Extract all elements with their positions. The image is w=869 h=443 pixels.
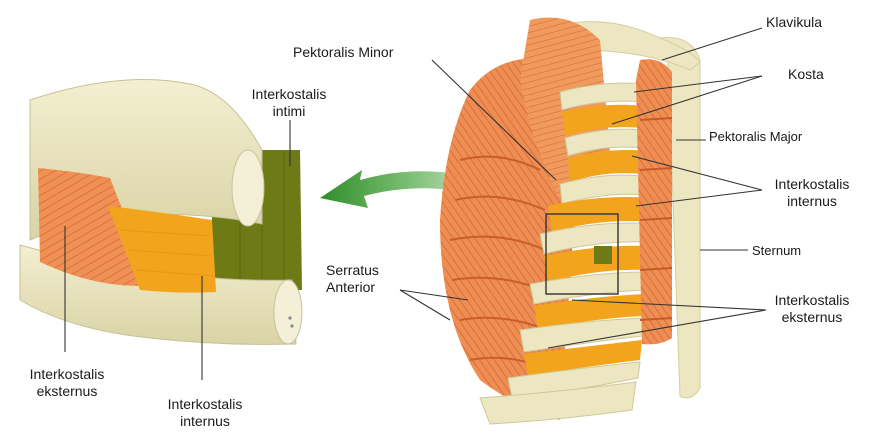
label-pektoralis-major: Pektoralis Major <box>709 128 802 145</box>
label-text-line: internus <box>150 413 260 430</box>
label-kosta: Kosta <box>788 66 824 83</box>
label-text-line: Interkostalis <box>150 396 260 413</box>
label-text-line: eksternus <box>760 309 864 326</box>
label-text-line: eksternus <box>12 383 122 400</box>
label-text-line: Interkostalis <box>241 86 337 103</box>
label-klavikula: Klavikula <box>766 14 822 31</box>
label-sternum: Sternum <box>752 242 801 259</box>
label-interkostalis-intimi: Interkostalis intimi <box>241 86 337 120</box>
label-text-line: Interkostalis <box>760 176 864 193</box>
label-interkostalis-eksternus-left: Interkostalis eksternus <box>12 366 122 400</box>
label-text-line: intimi <box>241 103 337 120</box>
label-text-line: Anterior <box>326 279 379 296</box>
label-pektoralis-minor: Pektoralis Minor <box>293 44 393 61</box>
label-text-line: Serratus <box>326 262 379 279</box>
label-text-line: Interkostalis <box>12 366 122 383</box>
label-text-line: Interkostalis <box>760 292 864 309</box>
label-interkostalis-internus-right: Interkostalis internus <box>760 176 864 210</box>
label-interkostalis-eksternus-right: Interkostalis eksternus <box>760 292 864 326</box>
upper-rib-end <box>232 150 264 226</box>
label-serratus-anterior: Serratus Anterior <box>326 262 379 296</box>
label-interkostalis-internus-left: Interkostalis internus <box>150 396 260 430</box>
label-text-line: internus <box>760 193 864 210</box>
intimi-patch <box>594 246 612 264</box>
lower-rib-end <box>274 280 302 344</box>
torso <box>440 18 700 425</box>
